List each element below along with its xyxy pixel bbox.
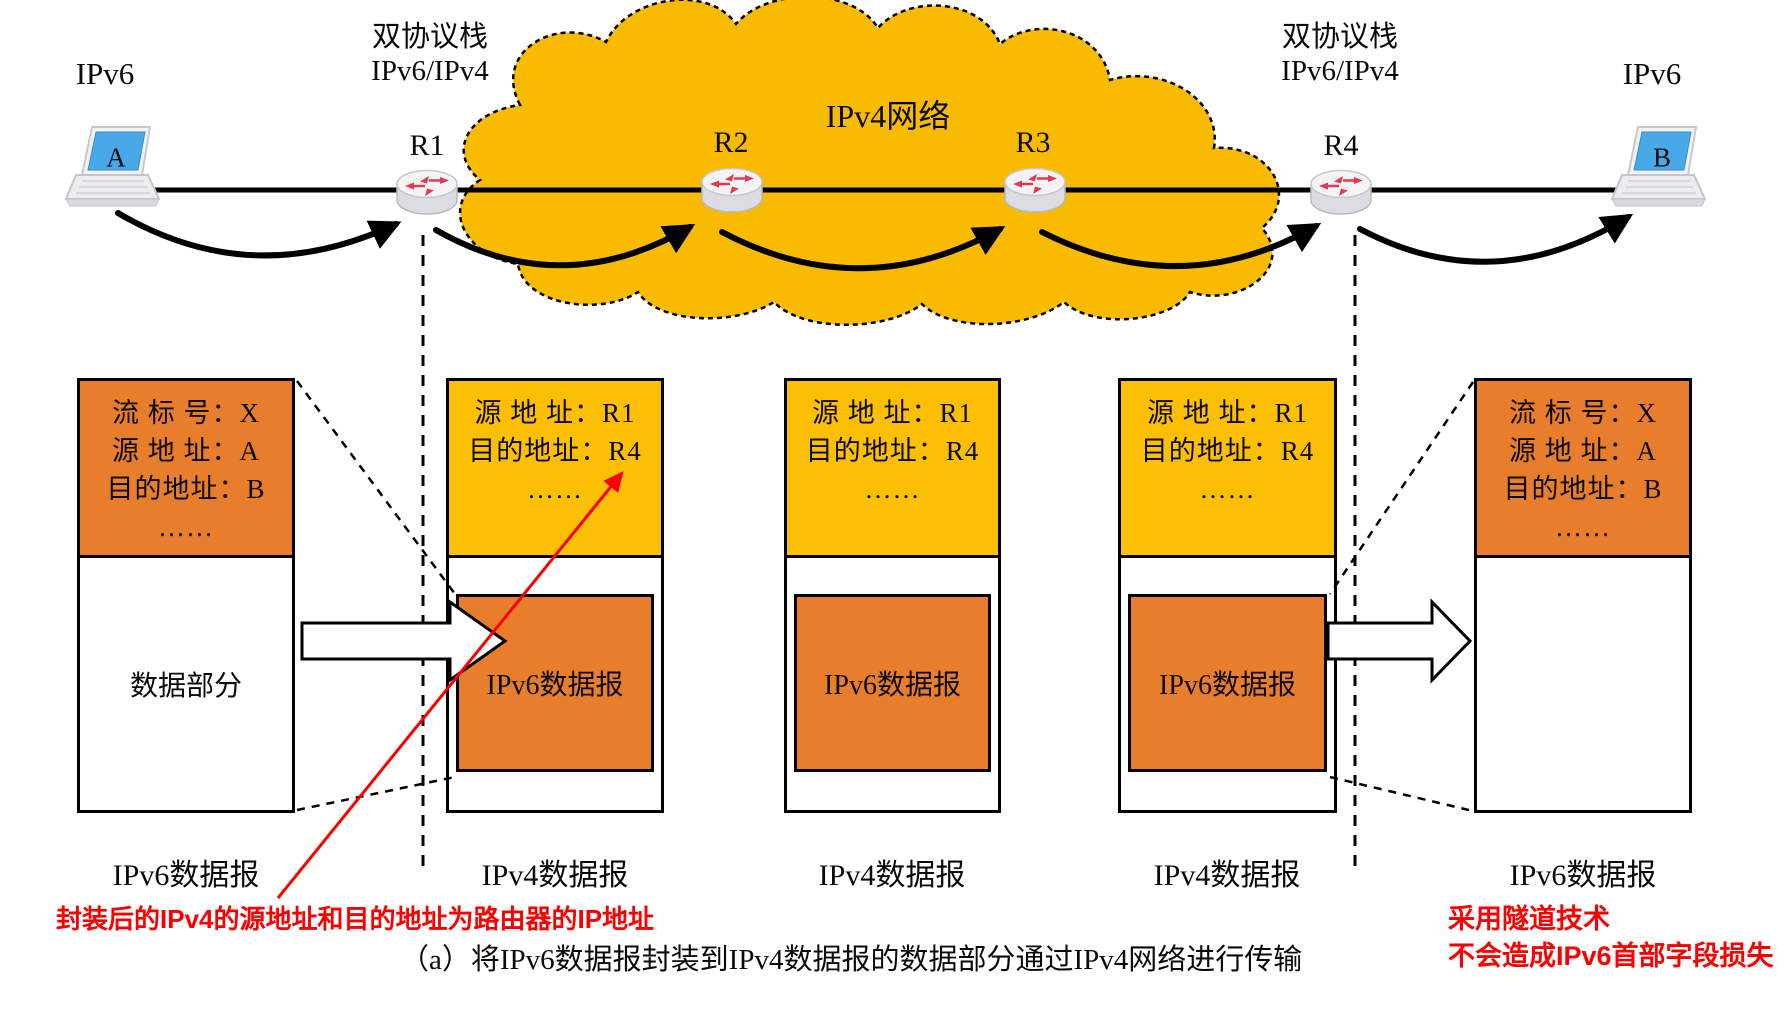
router-r4 <box>1310 169 1372 215</box>
hop-arc-r3-to-r4 <box>1039 223 1322 269</box>
cloud-label: IPv4网络 <box>825 98 951 134</box>
right-dual-stack-label: 双协议栈 IPv6/IPv4 <box>1281 20 1399 88</box>
packet-body: 数据部分 <box>80 558 292 810</box>
router-r3 <box>1004 167 1066 213</box>
packet-ipv6-destination: 流 标 号：X 源 地 址：A 目的地址：B …… <box>1474 378 1692 813</box>
router-r2-label: R2 <box>713 126 749 159</box>
data-part-label: 数据部分 <box>129 671 242 702</box>
router-r1-label: R1 <box>409 129 445 162</box>
packet3-caption: IPv4数据报 <box>818 859 966 892</box>
ipv4-network-cloud <box>459 0 1281 326</box>
tunnel-note-line1: 采用隧道技术 <box>1448 904 1610 934</box>
packet-body <box>1477 558 1689 810</box>
packet-ipv4-encapsulated-1: 源 地 址：R1 目的地址：R4 …… IPv6数据报 <box>446 378 664 813</box>
hop-arc-r4-to-b <box>1357 213 1634 265</box>
packet-ipv4-encapsulated-2: 源 地 址：R1 目的地址：R4 …… IPv6数据报 <box>784 378 1001 813</box>
packet-body: IPv6数据报 <box>787 558 998 810</box>
packet-body: IPv6数据报 <box>1121 558 1334 810</box>
router-r3-label: R3 <box>1015 126 1051 159</box>
packet-ipv6-source: 流 标 号：X 源 地 址：A 目的地址：B …… 数据部分 <box>77 378 295 813</box>
hop-arc-a-to-r1 <box>115 210 402 259</box>
router-r1 <box>396 169 458 215</box>
ipv4-header: 源 地 址：R1 目的地址：R4 …… <box>787 381 998 558</box>
figure-caption: （a）将IPv6数据报封装到IPv4数据报的数据部分通过IPv4网络进行传输 <box>400 944 1303 976</box>
host-b-letter: B <box>1652 142 1672 173</box>
packet-body: IPv6数据报 <box>449 558 661 810</box>
encapsulated-ipv6-datagram: IPv6数据报 <box>456 594 654 772</box>
packet1-caption: IPv6数据报 <box>112 859 260 892</box>
left-dual-stack-label: 双协议栈 IPv6/IPv4 <box>371 20 489 88</box>
right-protocol-label: IPv6 <box>1622 56 1682 91</box>
left-dual-stack-line1: 双协议栈 <box>371 21 489 53</box>
ipv4-header: 源 地 址：R1 目的地址：R4 …… <box>1121 381 1334 558</box>
router-r4-label: R4 <box>1323 129 1359 162</box>
router-r2 <box>701 167 763 213</box>
right-dual-stack-line1: 双协议栈 <box>1281 21 1399 53</box>
encapsulated-ipv6-datagram: IPv6数据报 <box>1128 594 1327 772</box>
hop-arc-r1-to-r2 <box>433 223 696 269</box>
right-dual-stack-line2: IPv6/IPv4 <box>1281 55 1399 87</box>
packet-ipv4-encapsulated-3: 源 地 址：R1 目的地址：R4 …… IPv6数据报 <box>1118 378 1337 813</box>
encapsulation-note: 封装后的IPv4的源地址和目的地址为路由器的IP地址 <box>56 904 655 934</box>
tunnel-note: 采用隧道技术 不会造成IPv6首部字段损失 <box>1448 901 1774 975</box>
ipv6-header: 流 标 号：X 源 地 址：A 目的地址：B …… <box>1477 381 1689 558</box>
left-dual-stack-line2: IPv6/IPv4 <box>371 55 489 87</box>
ipv6-header: 流 标 号：X 源 地 址：A 目的地址：B …… <box>80 381 292 558</box>
hop-arc-r2-to-r3 <box>719 226 1006 272</box>
packet4-caption: IPv4数据报 <box>1153 859 1301 892</box>
packet5-caption: IPv6数据报 <box>1509 859 1657 892</box>
left-protocol-label: IPv6 <box>75 56 135 91</box>
encapsulated-ipv6-datagram: IPv6数据报 <box>794 594 991 772</box>
host-a-letter: A <box>106 142 126 173</box>
tunnel-note-line2: 不会造成IPv6首部字段损失 <box>1448 941 1774 971</box>
ipv4-header: 源 地 址：R1 目的地址：R4 …… <box>449 381 661 558</box>
packet2-caption: IPv4数据报 <box>481 859 629 892</box>
